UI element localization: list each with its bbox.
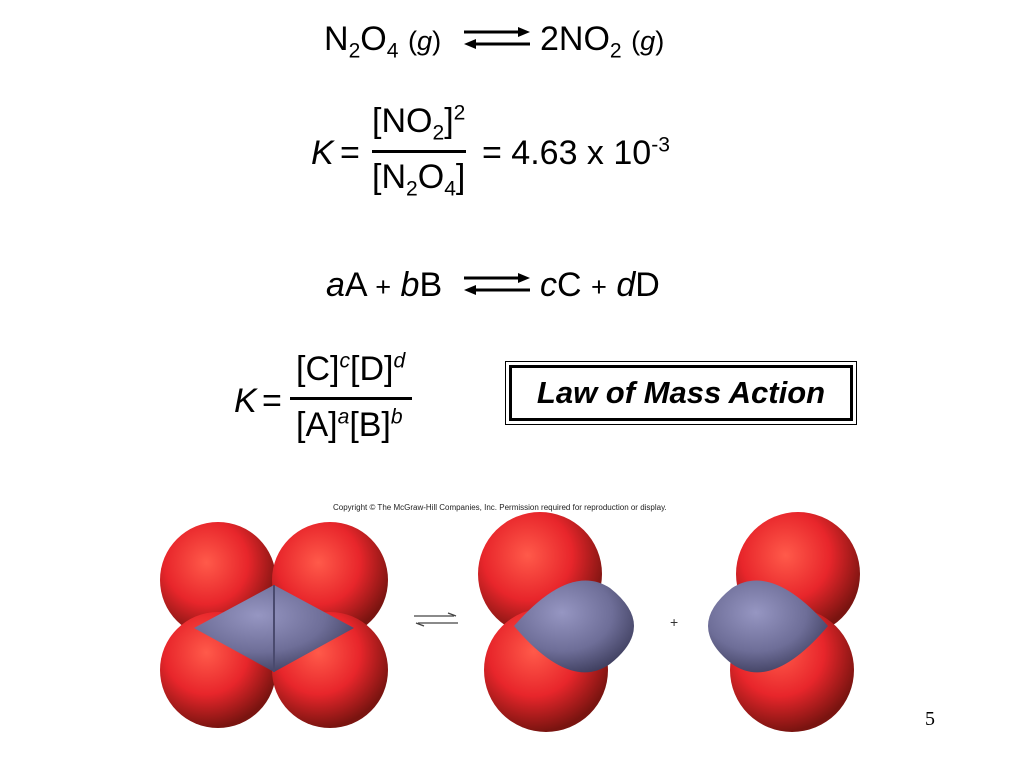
n2o4-no2-molecules-figure: +	[160, 512, 860, 732]
k1-denominator: [N2O4]	[372, 158, 466, 201]
no2-molecule-left	[478, 512, 634, 732]
reaction-1: N2O4 (g)	[324, 20, 442, 63]
plus-sign: +	[670, 614, 678, 630]
reaction-2-products: cC + dD	[540, 266, 660, 304]
law-of-mass-action-box: Law of Mass Action	[505, 361, 857, 425]
copyright-notice: Copyright © The McGraw-Hill Companies, I…	[333, 503, 667, 512]
k2-symbol: K	[234, 382, 257, 420]
k2-equals: =	[262, 382, 282, 420]
k1-numerator: [NO2]2	[372, 101, 466, 145]
reaction-1-product: 2NO2 (g)	[540, 20, 665, 63]
equilibrium-arrows-icon-2	[464, 273, 530, 295]
no2-molecule-right	[708, 512, 860, 732]
nitrogen-atom	[514, 580, 634, 673]
k1-fraction-bar	[372, 150, 466, 153]
k1-value: = 4.63 x 10-3	[482, 133, 670, 172]
k1-symbol: K	[311, 134, 334, 172]
law-of-mass-action-label: Law of Mass Action	[509, 365, 853, 421]
k2-numerator: [C]c[D]d	[296, 349, 406, 388]
equilibrium-arrows-icon-1	[464, 27, 530, 49]
k1-equals: =	[340, 134, 360, 172]
nitrogen-atom	[708, 580, 828, 673]
k2-denominator: [A]a[B]b	[296, 405, 403, 444]
equilibrium-arrows-icon-3	[414, 612, 458, 627]
k2-fraction-bar	[290, 397, 412, 400]
n2o4-molecule	[160, 522, 388, 728]
reaction-2-reactants: aA + bB	[326, 266, 443, 304]
page-number: 5	[925, 708, 935, 730]
